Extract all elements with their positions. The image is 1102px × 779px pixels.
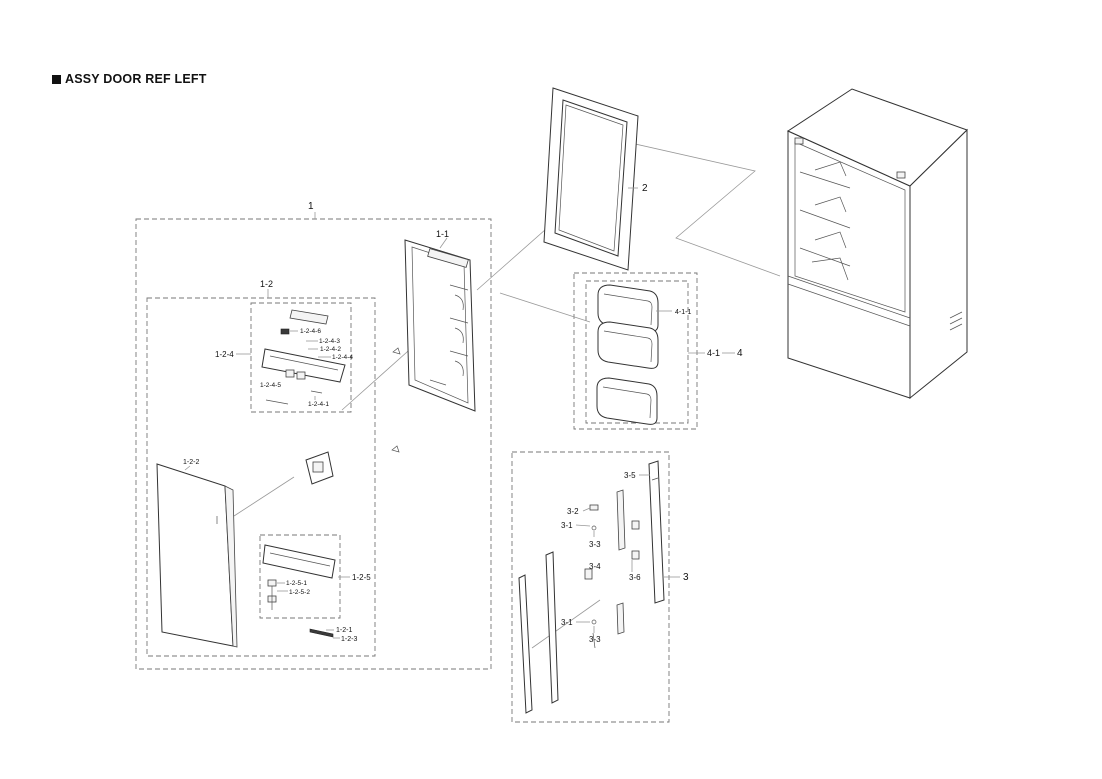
diagram-title-text: ASSY DOOR REF LEFT <box>65 72 207 86</box>
label-1-2-3: 1-2-3 <box>341 636 357 643</box>
hinge-bracket <box>305 451 334 485</box>
label-3-1-top: 3-1 <box>561 521 573 530</box>
door-inner-liner <box>404 239 476 412</box>
projection-line-1 <box>630 142 781 277</box>
label-3-3-bottom: 3-3 <box>589 635 601 644</box>
label-3-3-top: 3-3 <box>589 540 601 549</box>
door-bin-3 <box>596 377 658 425</box>
group-1-2-5-box <box>259 534 341 619</box>
group-4-box <box>573 272 698 430</box>
leader-trim <box>531 599 601 649</box>
label-3-4: 3-4 <box>589 562 601 571</box>
label-1-2-4-6: 1-2-4-6 <box>300 328 321 335</box>
label-1-2-4-1: 1-2-4-1 <box>308 401 329 408</box>
group-1-box <box>135 218 492 670</box>
label-1-2-4: 1-2-4 <box>215 350 234 359</box>
label-3-1-bottom: 3-1 <box>561 618 573 627</box>
leader-door-to-bins <box>499 292 591 323</box>
door-side-trims <box>518 460 665 714</box>
label-1-2-4-3: 1-2-4-3 <box>319 338 340 345</box>
title-bullet-icon <box>52 74 61 84</box>
label-1-2-1: 1-2-1 <box>336 627 352 634</box>
label-1-2: 1-2 <box>260 279 273 289</box>
lower-handle-assembly <box>262 544 336 638</box>
label-4-1-1: 4-1-1 <box>675 309 691 316</box>
label-3: 3 <box>683 572 689 583</box>
label-3-6: 3-6 <box>629 573 641 582</box>
clip-part <box>391 445 400 453</box>
label-1-2-5-2: 1-2-5-2 <box>289 589 310 596</box>
leader-outer-door <box>233 476 295 517</box>
label-4-1: 4-1 <box>707 348 720 358</box>
clip-part <box>392 347 401 355</box>
label-1-2-2: 1-2-2 <box>183 459 199 466</box>
refrigerator-cabinet <box>786 88 968 400</box>
label-4: 4 <box>737 348 743 359</box>
control-panel-assembly <box>261 309 346 405</box>
label-1-1: 1-1 <box>436 229 449 239</box>
callout-labels: 1 1-1 1-2 1-2-4 1-2-4-6 1-2-4-3 1-2-4-2 … <box>183 183 743 644</box>
door-gasket <box>543 87 639 271</box>
label-3-5: 3-5 <box>624 471 636 480</box>
group-1-2-4-box <box>250 302 352 413</box>
label-2: 2 <box>642 183 648 194</box>
label-3-2: 3-2 <box>567 507 579 516</box>
outer-door-panel <box>156 463 238 648</box>
label-1: 1 <box>308 201 314 212</box>
group-4-1-box <box>585 280 689 424</box>
group-3-box <box>511 451 670 723</box>
group-1-2-box <box>146 297 376 657</box>
door-bin-1 <box>597 284 659 332</box>
label-1-2-5-1: 1-2-5-1 <box>286 580 307 587</box>
label-1-2-4-2: 1-2-4-2 <box>320 346 341 353</box>
diagram-title: ASSY DOOR REF LEFT <box>52 72 207 86</box>
label-1-2-5: 1-2-5 <box>352 573 371 582</box>
label-1-2-4-4: 1-2-4-4 <box>332 354 353 361</box>
door-bin-2 <box>597 321 659 369</box>
label-1-2-4-5: 1-2-4-5 <box>260 382 281 389</box>
